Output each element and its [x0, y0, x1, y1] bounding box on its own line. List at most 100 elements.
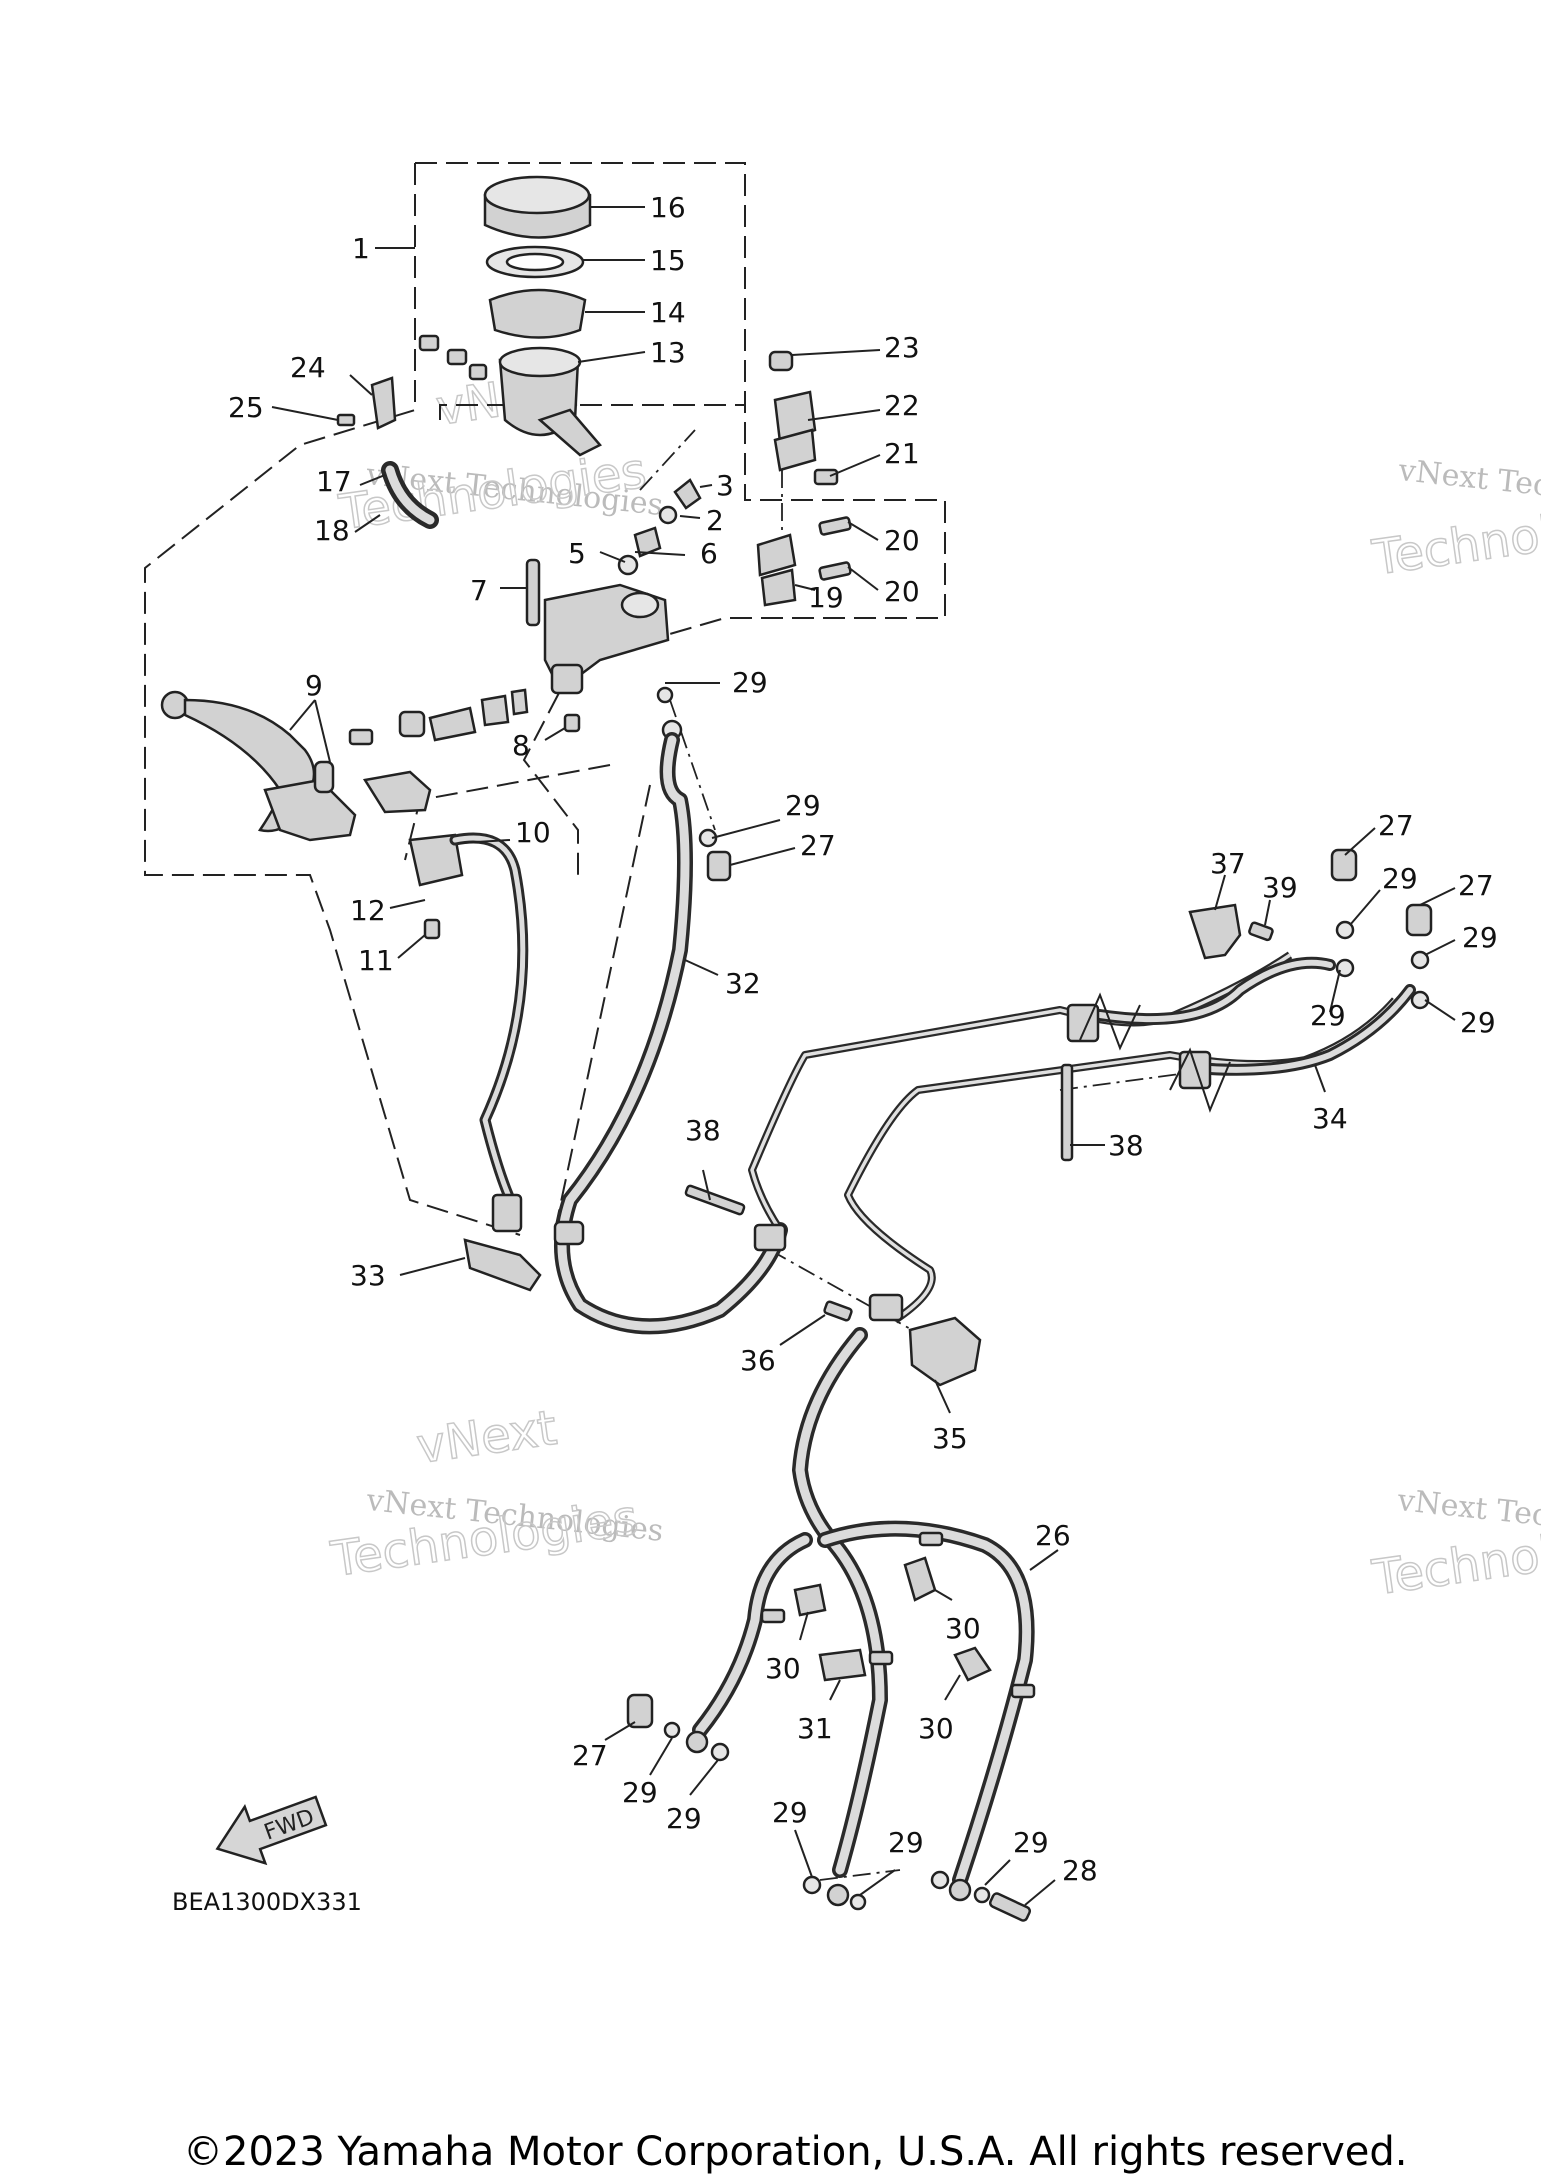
callout-27a: 27	[800, 829, 836, 862]
wire-clamp	[463, 1238, 542, 1292]
banjo-fitting	[685, 1730, 709, 1754]
reservoir-grommet	[468, 363, 488, 381]
piston-kit	[398, 688, 529, 742]
holder-upper	[773, 390, 817, 444]
bracket-screw	[336, 413, 356, 427]
callout-29h: 29	[666, 1802, 702, 1835]
callout-26: 26	[1035, 1519, 1071, 1552]
callout-9: 9	[305, 669, 323, 702]
brake-hose-26-inner	[795, 1330, 885, 1875]
copper-washer	[698, 828, 718, 848]
reservoir-grommet	[418, 334, 440, 352]
callout-12: 12	[350, 894, 386, 927]
watermark-logo: Technologies	[1369, 488, 1541, 587]
copper-washer	[930, 1870, 950, 1890]
zigzag-mark	[1079, 992, 1141, 1051]
callout-20b: 20	[884, 575, 920, 608]
copper-washer	[710, 1742, 730, 1762]
callout-38a: 38	[685, 1114, 721, 1147]
callout-10: 10	[515, 816, 551, 849]
hose-clip-30	[903, 1556, 937, 1602]
diaphragm-plate-hole	[505, 252, 565, 272]
callout-14: 14	[650, 296, 686, 329]
washer	[658, 505, 678, 525]
banjo-fitting	[948, 1878, 972, 1902]
banjo-bolt-small	[673, 478, 702, 510]
copper-washer	[656, 686, 674, 704]
callout-30a: 30	[945, 1612, 981, 1645]
callout-37: 37	[1210, 847, 1246, 880]
pivot-nut	[563, 713, 581, 733]
callout-11: 11	[358, 944, 394, 977]
leader-lines	[271, 206, 1456, 1906]
hose-34-upper-inner	[1097, 959, 1333, 1023]
callout-20a: 20	[884, 524, 920, 557]
banjo-bolt-27	[626, 1693, 654, 1729]
callout-28: 28	[1062, 1854, 1098, 1887]
callout-33: 33	[350, 1259, 386, 1292]
hose-clip-30	[953, 1646, 992, 1682]
callout-29j: 29	[888, 1826, 924, 1859]
callout-2: 2	[706, 504, 724, 537]
watermark-logo: vNext	[413, 1400, 560, 1475]
master-cylinder	[543, 583, 670, 695]
reservoir-grommet	[446, 348, 468, 366]
switch-wire	[449, 832, 529, 1216]
hose-band	[918, 1531, 944, 1547]
brake-hose-26c-inner	[695, 1535, 810, 1735]
switch-connector	[491, 1193, 523, 1233]
copper-washer	[1410, 990, 1430, 1010]
holder-clamp-19b	[760, 568, 797, 607]
bracket-37	[1188, 903, 1242, 960]
callout-15: 15	[650, 244, 686, 277]
switch-wire-inner	[452, 835, 526, 1213]
callout-1: 1	[352, 232, 370, 265]
bolt-39	[1248, 921, 1274, 942]
holder-lower	[773, 428, 817, 472]
holder-bolt-23	[768, 350, 794, 372]
holder-bolt-21	[813, 468, 839, 486]
pipe-grommet	[753, 1223, 787, 1252]
callout-17: 17	[316, 465, 352, 498]
callout-24: 24	[290, 351, 326, 384]
callout-29k: 29	[1013, 1826, 1049, 1859]
bolt-38	[1060, 1063, 1074, 1162]
callout-16: 16	[650, 191, 686, 224]
washer-5	[617, 554, 639, 576]
copper-washer	[802, 1875, 822, 1895]
callout-34: 34	[1312, 1102, 1348, 1135]
callout-18: 18	[314, 514, 350, 547]
copper-washer	[1335, 958, 1355, 978]
callout-38b: 38	[1108, 1129, 1144, 1162]
hose-band	[760, 1608, 786, 1624]
pipe-joint	[1178, 1050, 1212, 1090]
callout-29a: 29	[732, 666, 768, 699]
callout-29g: 29	[622, 1776, 658, 1809]
callout-labels: 1 2 3 5 6 7 8 9 10 11 12 13 14 15 16 17 …	[172, 191, 1498, 1916]
callout-6: 6	[700, 537, 718, 570]
callout-35: 35	[932, 1422, 968, 1455]
hose-grommet	[553, 1220, 585, 1246]
copper-washer	[1335, 920, 1355, 940]
fwd-arrow: FWD	[215, 1795, 328, 1866]
callout-29i: 29	[772, 1796, 808, 1829]
copper-washer	[663, 1721, 681, 1739]
callout-19: 19	[808, 581, 844, 614]
callout-39: 39	[1262, 871, 1298, 904]
lever-bracket	[362, 770, 432, 814]
parts: FWD	[160, 175, 1433, 1922]
reservoir-body	[498, 346, 602, 457]
copper-washer	[849, 1893, 867, 1911]
switch-screw	[423, 918, 441, 940]
callout-29e: 29	[1310, 999, 1346, 1032]
copper-washer	[973, 1886, 991, 1904]
pipe-grommet	[868, 1293, 904, 1322]
pivot-bolt	[525, 558, 541, 627]
watermark-logo: Technologies	[335, 443, 649, 542]
reservoir-cap	[483, 175, 592, 239]
callout-22: 22	[884, 389, 920, 422]
callout-5: 5	[568, 537, 586, 570]
callout-30b: 30	[765, 1652, 801, 1685]
hose-band	[868, 1650, 894, 1666]
